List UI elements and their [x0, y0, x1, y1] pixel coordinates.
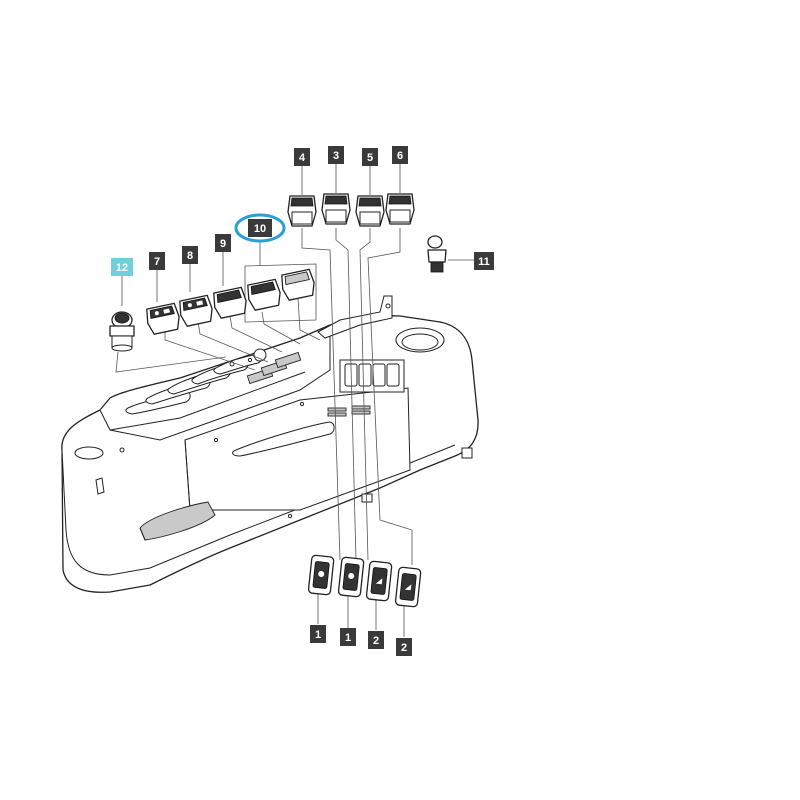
callout-10[interactable]: 10 [234, 213, 286, 243]
callout-7[interactable]: 7 [149, 252, 165, 270]
switch-1a[interactable] [307, 554, 335, 596]
callout-10-text: 10 [254, 223, 266, 235]
callout-9-text: 9 [220, 238, 226, 250]
ignition-key-switch[interactable] [109, 311, 135, 352]
vent-slats [327, 405, 371, 417]
switch-bank-frame [339, 359, 405, 393]
callout-5[interactable]: 5 [362, 148, 378, 166]
callout-4-text: 4 [299, 152, 306, 164]
callout-8[interactable]: 8 [182, 246, 198, 264]
callout-7-text: 7 [154, 256, 160, 268]
callout-labels: 4 3 5 6 10 11 12 7 [111, 146, 494, 656]
selection-ring [234, 213, 286, 243]
callout-1b-text: 1 [345, 632, 351, 644]
power-socket[interactable] [427, 235, 447, 273]
switch-2a[interactable] [365, 560, 393, 602]
switch-1b[interactable] [337, 556, 365, 598]
switch-3[interactable] [321, 193, 351, 225]
callout-1b[interactable]: 1 [340, 628, 356, 646]
callout-1a[interactable]: 1 [310, 625, 326, 643]
switch-4[interactable] [287, 195, 317, 227]
callout-12-text: 12 [116, 262, 128, 274]
callout-4[interactable]: 4 [294, 148, 310, 166]
top-rocker-switches [287, 193, 415, 227]
callout-6[interactable]: 6 [392, 146, 408, 164]
callout-2b[interactable]: 2 [396, 638, 412, 656]
switch-8[interactable] [178, 294, 215, 327]
callout-3-text: 3 [333, 150, 339, 162]
callout-9[interactable]: 9 [215, 234, 231, 252]
switch-6[interactable] [385, 193, 415, 225]
callout-6-text: 6 [397, 150, 403, 162]
bottom-rocker-switches [307, 554, 422, 608]
callout-2a-text: 2 [373, 635, 379, 647]
switch-5[interactable] [355, 195, 385, 227]
callout-2b-text: 2 [401, 642, 407, 654]
callout-12[interactable]: 12 [111, 258, 133, 276]
switch-10a[interactable] [246, 278, 283, 311]
switch-2b[interactable] [394, 566, 422, 608]
switch-10b[interactable] [280, 268, 317, 301]
top-switch-slots [229, 348, 302, 385]
callout-8-text: 8 [187, 250, 193, 262]
callout-1a-text: 1 [315, 629, 321, 641]
leader-lines [115, 164, 474, 637]
left-rocker-switches [145, 268, 317, 335]
callout-5-text: 5 [367, 152, 373, 164]
callout-11[interactable]: 11 [474, 252, 494, 270]
callout-3[interactable]: 3 [328, 146, 344, 164]
switch-7[interactable] [145, 302, 182, 335]
switch-9[interactable] [212, 286, 249, 319]
callout-2a[interactable]: 2 [368, 631, 384, 649]
callout-11-text: 11 [478, 256, 490, 268]
